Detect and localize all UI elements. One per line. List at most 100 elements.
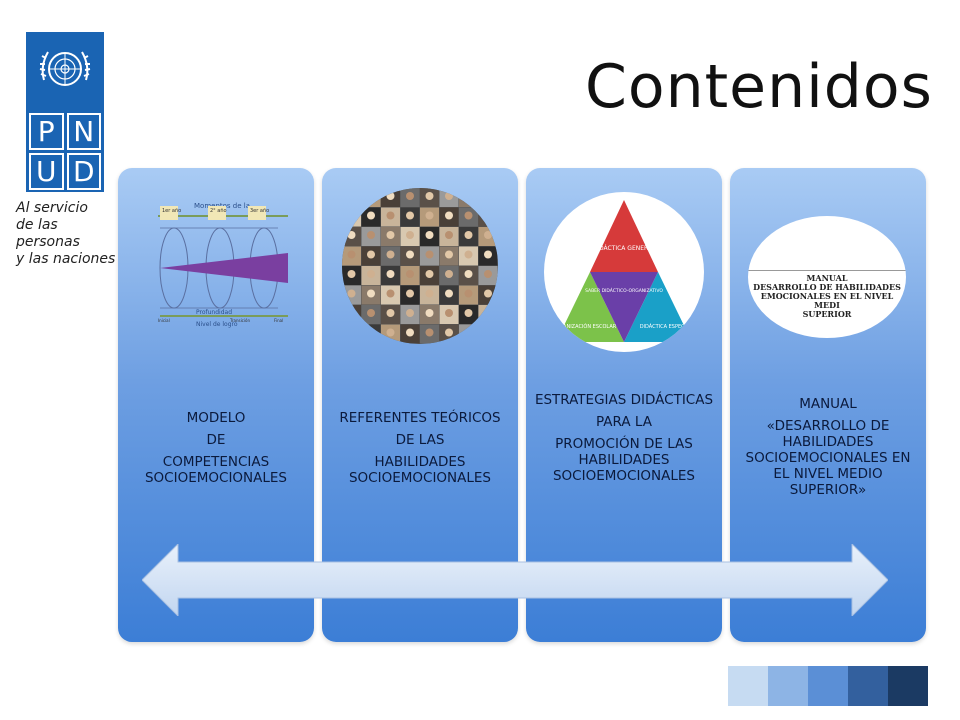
portrait-face — [484, 211, 492, 220]
portrait-face — [367, 231, 375, 239]
portrait-face — [484, 192, 492, 200]
portrait-face — [347, 289, 356, 298]
portrait-face — [484, 270, 492, 278]
triangle-left-label: ORGANIZACIÓN ESCOLAR — [552, 323, 617, 330]
portrait-tile — [478, 324, 498, 344]
card-label: REFERENTES TEÓRICOS DE LAS HABILIDADES S… — [330, 410, 510, 492]
undp-logo: P N U D — [26, 32, 104, 192]
portrait-face — [464, 328, 473, 337]
manual-cover-line: DESARROLLO DE HABILIDADES — [753, 282, 901, 292]
color-swatch — [848, 666, 888, 706]
logo-letter: D — [66, 153, 101, 190]
card-line: HABILIDADES SOCIOEMOCIONALES — [348, 454, 492, 486]
portrait-face — [445, 192, 453, 200]
portrait-tile — [342, 305, 361, 324]
portrait-face — [464, 250, 473, 259]
tagline-line: de las personas — [16, 217, 80, 250]
color-swatch-bar — [728, 666, 928, 706]
portrait-face — [406, 309, 414, 317]
portrait-face — [445, 289, 453, 298]
card-line: «DESARROLLO DE HABILIDADES SOCIOEMOCIONA… — [745, 418, 911, 498]
portrait-face — [367, 328, 375, 337]
page-title: Contenidos — [585, 52, 933, 122]
manual-cover-line: SUPERIOR — [802, 309, 852, 319]
portrait-face — [464, 211, 473, 220]
card-label: MANUAL «DESARROLLO DE HABILIDADES SOCIOE… — [738, 396, 918, 504]
portrait-face — [445, 309, 453, 317]
portrait-face — [406, 192, 414, 200]
portrait-face — [347, 250, 356, 259]
portrait-face — [484, 231, 492, 239]
portrait-face — [386, 328, 395, 337]
portrait-face — [445, 250, 453, 259]
color-swatch — [808, 666, 848, 706]
portrait-tile — [478, 188, 498, 207]
portrait-face — [367, 211, 375, 220]
portrait-face — [464, 270, 473, 278]
portrait-face — [445, 270, 453, 278]
portrait-face — [425, 250, 434, 259]
diagram-axis-label: Inicial — [158, 318, 170, 323]
portrait-face — [406, 231, 414, 239]
portrait-face — [464, 231, 473, 239]
didactic-triangle-diagram: DIDÁCTICA GENERAL SABER DIDÁCTICO-ORGANI… — [552, 200, 693, 342]
portrait-face — [425, 270, 434, 278]
manual-cover-image: MANUAL DESARROLLO DE HABILIDADES EMOCION… — [748, 216, 906, 338]
logo-tagline: Al servicio de las personas y las nacion… — [16, 200, 126, 268]
color-swatch — [728, 666, 768, 706]
portrait-face — [347, 192, 356, 200]
diagram-axis-label: Transición — [229, 318, 250, 323]
portrait-face — [367, 309, 375, 317]
portrait-face — [406, 328, 414, 337]
portrait-face — [425, 192, 434, 200]
portrait-face — [406, 211, 414, 220]
diagram-year-label: 1er año — [162, 208, 181, 214]
card-line: ESTRATEGIAS DIDÁCTICAS — [534, 392, 714, 408]
portrait-face — [386, 289, 395, 298]
portrait-face — [406, 270, 414, 278]
card-label: ESTRATEGIAS DIDÁCTICAS PARA LA PROMOCIÓN… — [534, 392, 714, 490]
portrait-face — [445, 211, 453, 220]
triangle-center-label: SABER DIDÁCTICO-ORGANIZATIVO — [585, 287, 663, 294]
portrait-face — [484, 309, 492, 317]
un-emblem-icon — [39, 51, 91, 86]
card-line: REFERENTES TEÓRICOS — [339, 410, 501, 426]
portrait-face — [386, 309, 395, 317]
portrait-face — [464, 289, 473, 298]
double-arrow-icon — [142, 544, 888, 616]
diagram-depth-label: Profundidad — [196, 309, 232, 316]
portrait-face — [484, 328, 492, 337]
portrait-face — [464, 192, 473, 200]
portrait-tile — [459, 188, 478, 207]
card-line: PROMOCIÓN DE LAS HABILIDADES SOCIOEMOCIO… — [552, 436, 696, 484]
portrait-tile — [361, 188, 381, 207]
portrait-face — [367, 270, 375, 278]
logo-letter: U — [29, 153, 64, 190]
tagline-line: Al servicio — [16, 200, 88, 216]
diagram-level-label: Nivel de logro — [196, 321, 238, 328]
portrait-face — [367, 250, 375, 259]
portrait-face — [484, 250, 492, 259]
portrait-tile — [361, 324, 381, 344]
manual-cover-line: EMOCIONALES EN EL NIVEL MEDI — [760, 291, 894, 310]
portrait-face — [347, 309, 356, 317]
card-line: DE — [206, 432, 226, 448]
tagline-line: y las naciones — [16, 251, 116, 267]
portrait-tile — [342, 207, 361, 227]
portrait-tile — [342, 324, 361, 344]
portrait-face — [347, 328, 356, 337]
portrait-face — [425, 309, 434, 317]
portrait-tile — [342, 188, 361, 207]
logo-letters: P N U D — [26, 110, 104, 192]
triangle-top-label: DIDÁCTICA GENERAL — [593, 245, 656, 252]
portrait-face — [386, 231, 395, 239]
portrait-face — [367, 192, 375, 200]
portrait-face — [445, 231, 453, 239]
manual-cover-line: MANUAL — [806, 273, 848, 283]
card-line: MANUAL — [799, 396, 857, 412]
portrait-face — [425, 328, 434, 337]
portrait-face — [425, 231, 434, 239]
manual-cover-text: MANUAL DESARROLLO DE HABILIDADES EMOCION… — [748, 274, 906, 319]
portrait-face — [386, 192, 395, 200]
card-label: MODELO DE COMPETENCIAS SOCIOEMOCIONALES — [126, 410, 306, 492]
